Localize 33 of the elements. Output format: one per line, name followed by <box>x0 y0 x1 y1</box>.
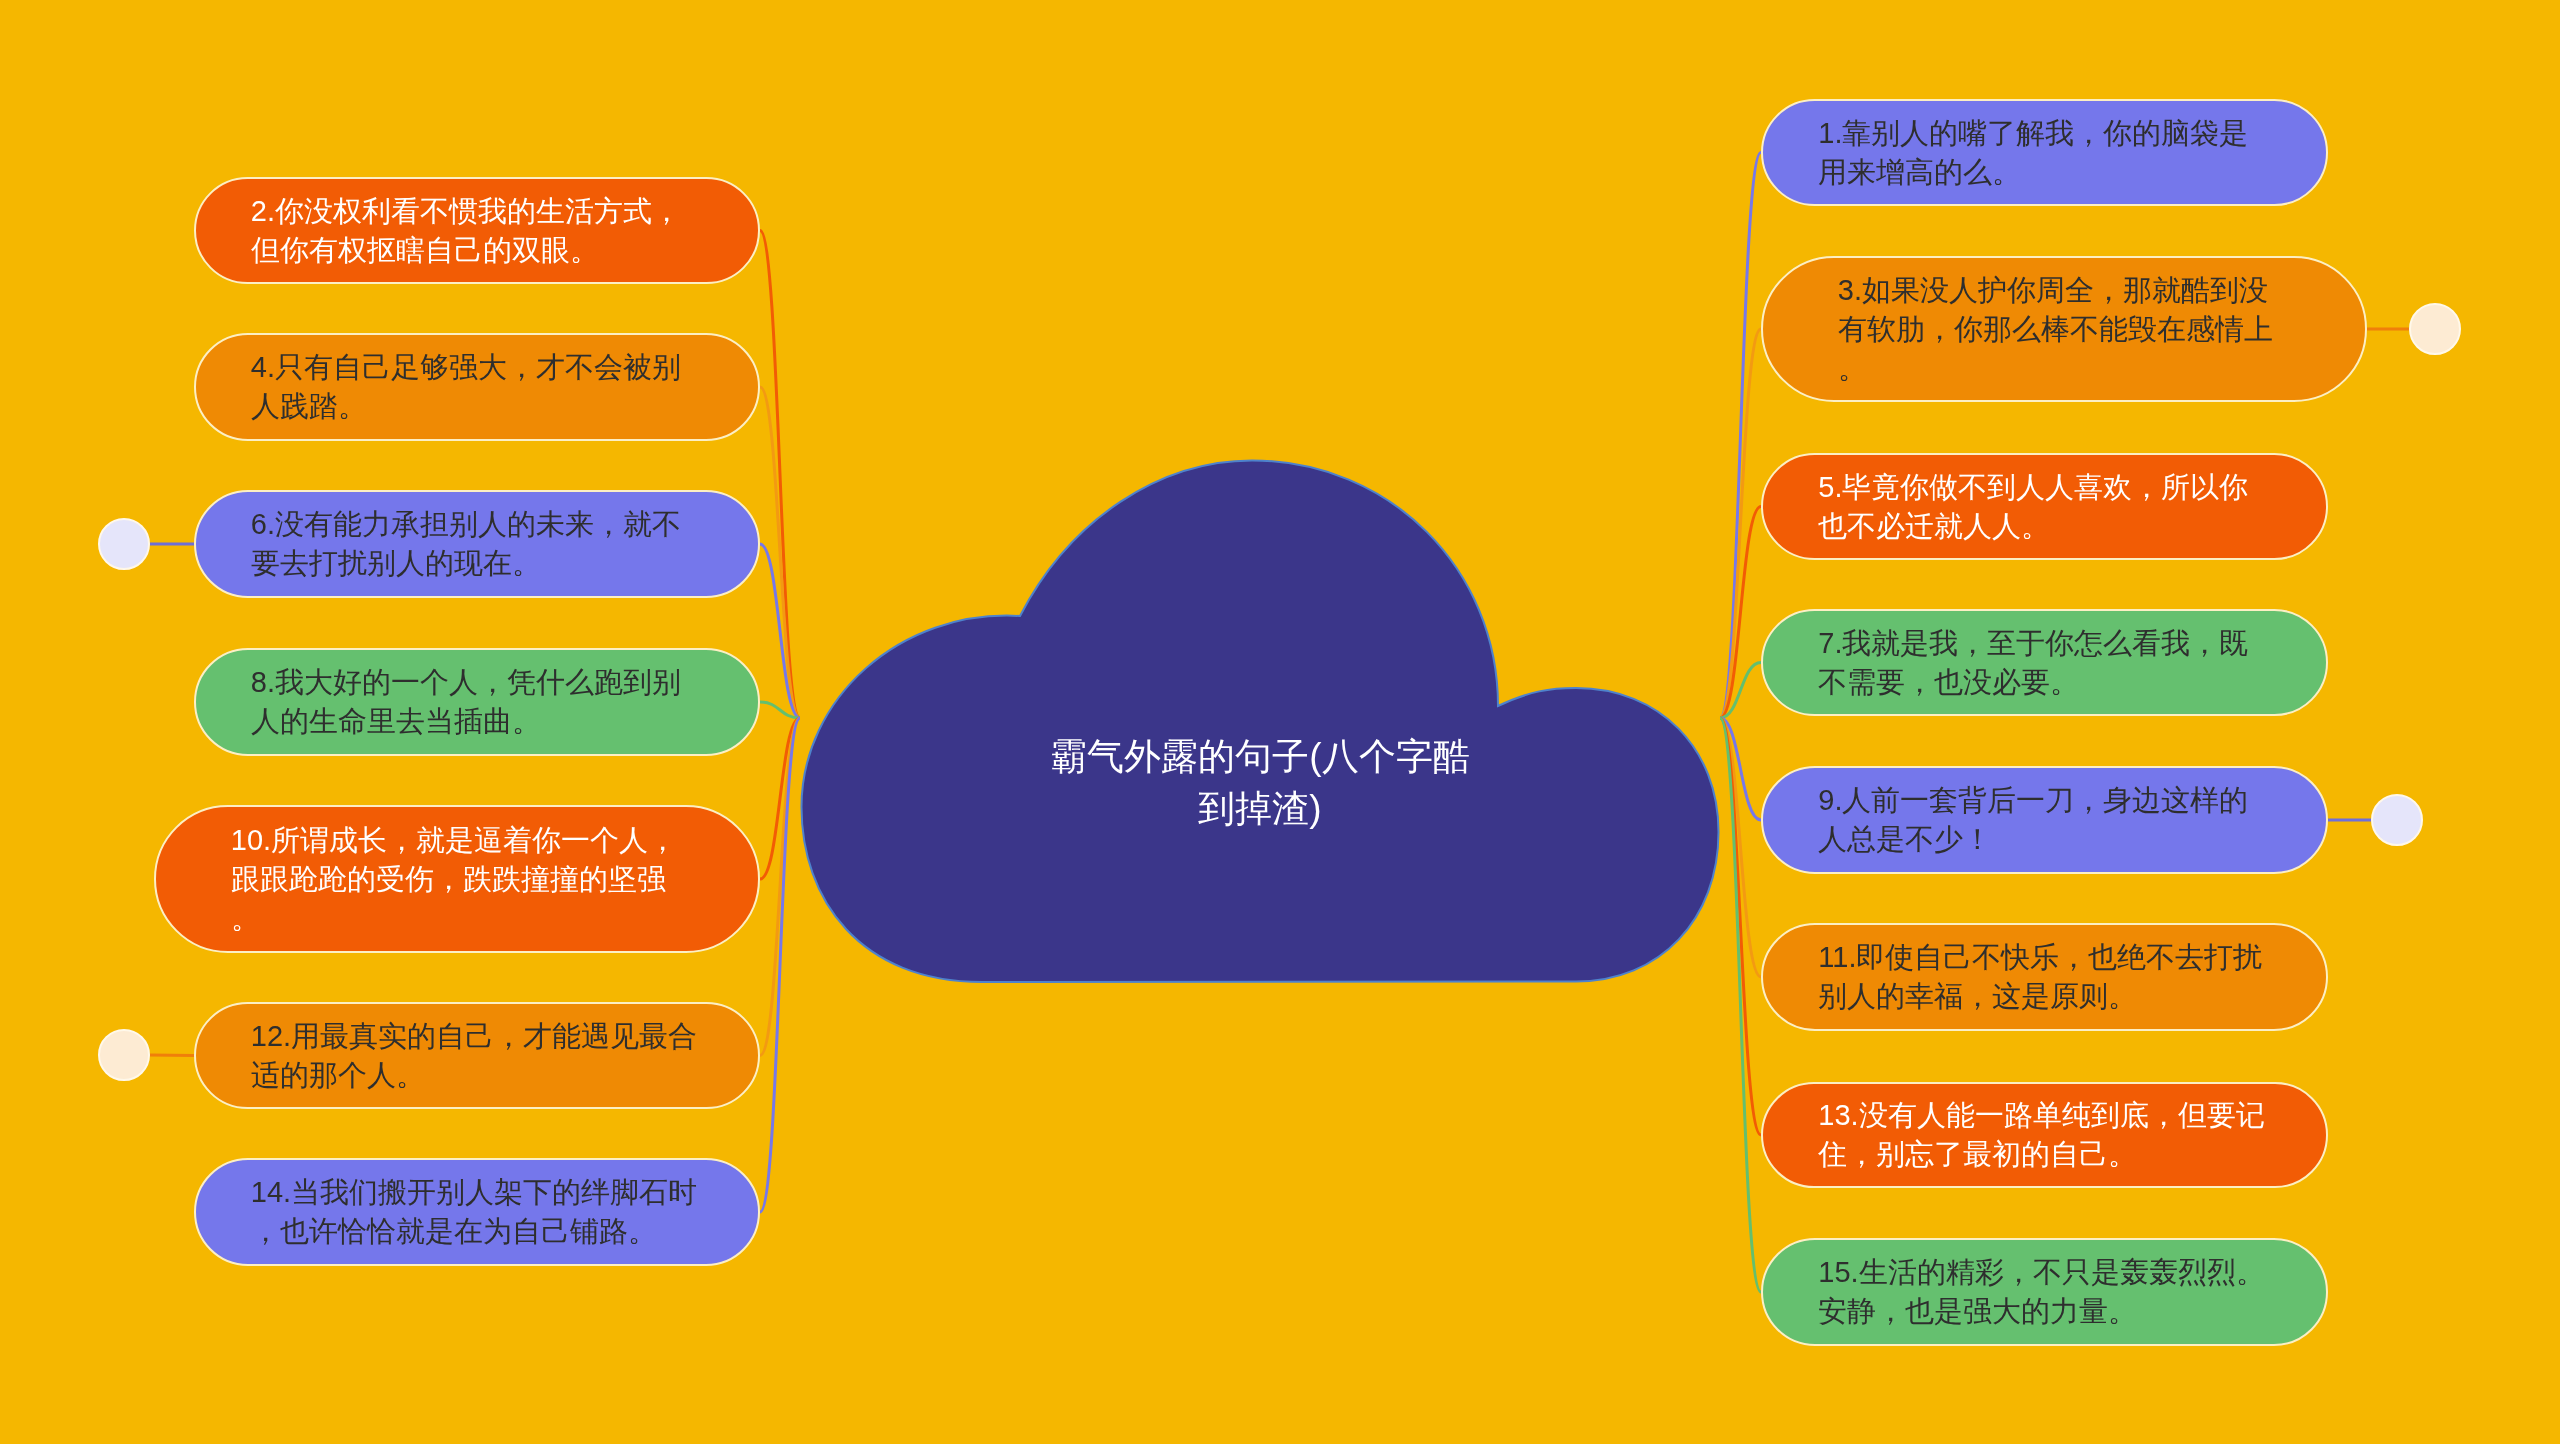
quote-text: 5.毕竟你做不到人人喜欢，所以你也不必迁就人人。 <box>1818 469 2250 544</box>
quote-text: 11.即使自己不快乐，也绝不去打扰别人的幸福，这是原则。 <box>1818 940 2264 1014</box>
empty-circle <box>98 518 150 570</box>
quote-text: 4.只有自己足够强大，才不会被别人践踏。 <box>250 350 682 424</box>
quote-text: 15.生活的精彩，不只是轰轰烈烈。安静，也是强大的力量。 <box>1818 1255 2266 1329</box>
quote-text: 7.我就是我，至于你怎么看我，既不需要，也没必要。 <box>1818 625 2250 700</box>
connector-line <box>759 700 801 720</box>
connector-line <box>150 542 194 546</box>
connector-line <box>2367 327 2409 331</box>
connector-line <box>758 386 802 719</box>
quote-text: 14.当我们搬开别人架下的绊脚石时，也许恰恰就是在为自己铺路。 <box>250 1175 699 1249</box>
quote-text: 8.我大好的一个人，凭什么跑到别人的生命里去当插曲。 <box>250 665 682 739</box>
cloud-shape <box>800 459 1720 983</box>
empty-circle <box>2409 303 2461 355</box>
connector-line <box>2328 818 2371 822</box>
connector-line <box>759 716 801 881</box>
quote-text: 1.靠别人的嘴了解我，你的脑袋是用来增高的么。 <box>1818 115 2250 190</box>
empty-circle <box>2371 794 2423 846</box>
connector-line <box>1718 328 1763 719</box>
connector-line <box>1718 717 1763 1293</box>
topic-text: 霸气外露的句子(八个字酷到掉渣) <box>1049 735 1471 831</box>
quote-text: 6.没有能力承担别人的未来，就不要去打扰别人的现在。 <box>250 507 682 581</box>
quote-text: 13.没有人能一路单纯到底，但要记住，别忘了最初的自己。 <box>1818 1098 2266 1172</box>
empty-circle <box>98 1029 150 1081</box>
quote-text: 10.所谓成长，就是逼着你一个人，跟跟跄跄的受伤，跌跌撞撞的坚强。 <box>230 822 679 936</box>
connector-line <box>1719 716 1762 822</box>
quote-text: 12.用最真实的自己，才能遇见最合适的那个人。 <box>250 1018 699 1093</box>
quote-text: 2.你没权利看不惯我的生活方式，但你有权抠瞎自己的双眼。 <box>250 193 682 268</box>
connector-line <box>758 717 802 1213</box>
quote-text: 3.如果没人护你周全，那就酷到没有软肋，你那么棒不能毁在感情上。 <box>1837 272 2274 386</box>
connector-line <box>150 1053 194 1057</box>
connector-line <box>1719 661 1762 720</box>
quote-text: 9.人前一套背后一刀，身边这样的人总是不少！ <box>1818 783 2250 857</box>
